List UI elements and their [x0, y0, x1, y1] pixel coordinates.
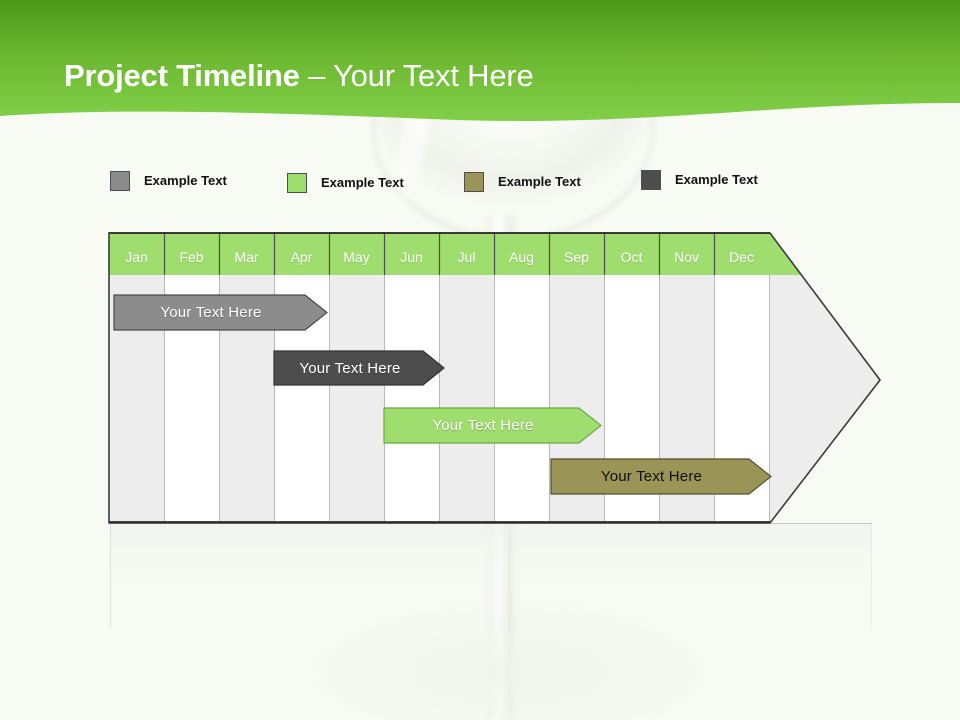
chart-reflection	[110, 524, 872, 628]
task-bar-2-label: Your Text Here	[299, 359, 401, 377]
legend-item-label: Example Text	[321, 175, 404, 190]
task-bar-2[interactable]: Your Text Here	[273, 350, 445, 386]
page-title-regular: – Your Text Here	[299, 58, 534, 93]
timeline-chart: Jan Feb Mar Apr May Jun Jul Aug Sep Oct …	[108, 232, 883, 532]
legend-swatch-icon	[110, 171, 130, 191]
slide-header: Project Timeline – Your Text Here	[0, 0, 960, 130]
task-bar-3[interactable]: Your Text Here	[383, 407, 602, 444]
task-bar-1[interactable]: Your Text Here	[113, 294, 328, 331]
month-header-dec: Dec	[729, 249, 754, 265]
month-header-aug: Aug	[509, 249, 534, 265]
header-band-shape	[0, 0, 960, 121]
task-bar-4-shape	[550, 458, 772, 495]
month-header-oct: Oct	[620, 249, 643, 265]
month-header-nov: Nov	[674, 249, 699, 265]
legend-item-label: Example Text	[675, 172, 758, 187]
legend-item-label: Example Text	[144, 173, 227, 188]
task-bar-2-shape	[273, 350, 445, 386]
legend-item-label: Example Text	[498, 174, 581, 189]
page-title: Project Timeline – Your Text Here	[64, 60, 534, 91]
month-header-apr: Apr	[290, 249, 313, 265]
legend-swatch-icon	[287, 173, 307, 193]
task-bar-1-label: Your Text Here	[160, 304, 262, 321]
month-header-may: May	[343, 249, 370, 265]
month-header-feb: Feb	[179, 249, 204, 265]
month-header-mar: Mar	[234, 249, 259, 265]
task-bar-3-shape	[383, 407, 602, 444]
legend-swatch-icon	[464, 172, 484, 192]
task-bar-4[interactable]: Your Text Here	[550, 458, 772, 495]
task-bar-4-label: Your Text Here	[600, 468, 703, 485]
month-header-jul: Jul	[457, 249, 476, 265]
legend-swatch-icon	[641, 170, 661, 190]
page-title-bold: Project Timeline	[64, 58, 300, 93]
task-bar-1-shape	[113, 294, 328, 331]
month-header-jan: Jan	[125, 249, 148, 265]
task-bar-3-label: Your Text Here	[432, 417, 534, 434]
month-header-jun: Jun	[400, 249, 423, 265]
month-header-sep: Sep	[564, 249, 589, 265]
